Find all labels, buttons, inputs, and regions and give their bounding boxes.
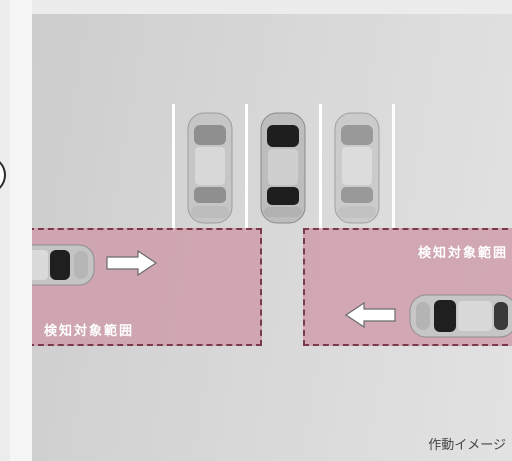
detection-zone-left: [32, 228, 262, 346]
parking-illustration: 検知対象範囲 検知対象範囲 作動イメージ: [32, 14, 512, 461]
parking-line: [392, 104, 395, 232]
page-gutter: [10, 0, 32, 461]
arrow-right-icon: [106, 250, 158, 276]
parked-car-left-icon: [187, 112, 233, 224]
approaching-car-right-icon: [409, 294, 512, 338]
parked-car-right-icon: [334, 112, 380, 224]
page-left-margin: [0, 0, 10, 461]
approaching-car-left-icon: [32, 244, 95, 286]
parking-line: [245, 104, 248, 232]
parking-line: [319, 104, 322, 232]
illustration-caption: 作動イメージ: [428, 438, 506, 453]
own-car-icon: [260, 112, 306, 224]
detection-zone-right-label: 検知対象範囲: [418, 246, 509, 261]
detection-zone-left-label: 検知対象範囲: [44, 324, 135, 339]
parking-line: [172, 104, 175, 232]
arrow-left-icon: [344, 302, 396, 328]
